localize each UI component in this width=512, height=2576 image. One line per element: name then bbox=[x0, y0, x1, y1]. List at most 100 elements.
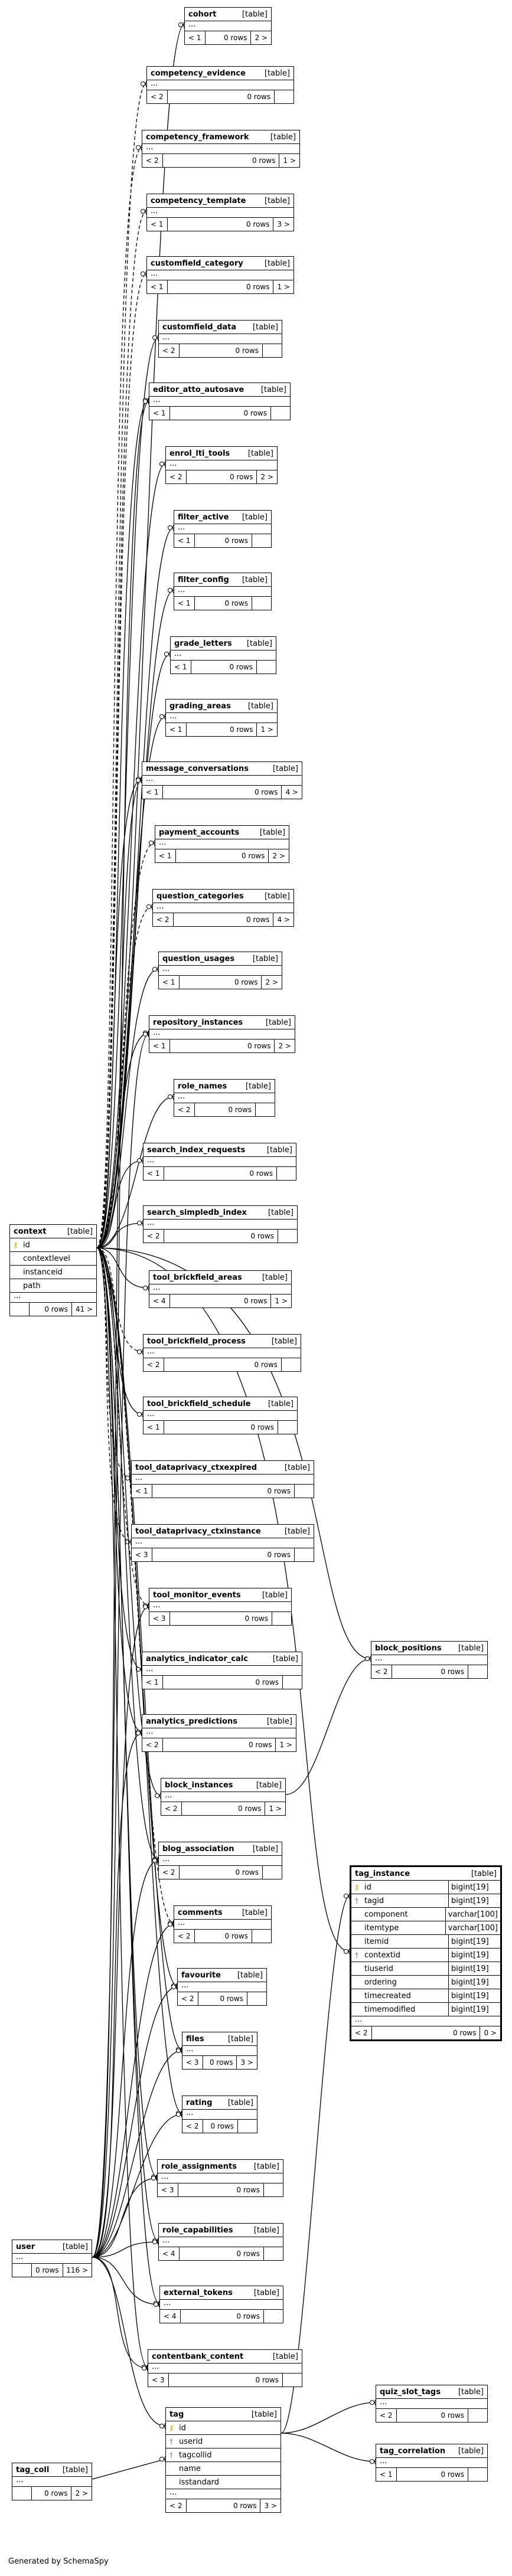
table-header[interactable]: repository_instances[table] bbox=[149, 1016, 295, 1029]
table-header[interactable]: tag_correlation[table] bbox=[376, 2444, 487, 2458]
parents-link[interactable] bbox=[12, 2264, 32, 2277]
table-header[interactable]: comments[table] bbox=[174, 1906, 271, 1920]
parents-link[interactable]: < 2 bbox=[351, 2026, 372, 2039]
parents-link[interactable]: < 1 bbox=[142, 1676, 163, 1689]
children-link[interactable]: 116 > bbox=[62, 2264, 92, 2277]
children-link[interactable] bbox=[294, 1548, 314, 1561]
table-header[interactable]: blog_association[table] bbox=[159, 1842, 282, 1856]
table-name[interactable]: search_simpledb_index bbox=[147, 1208, 247, 1217]
parents-link[interactable]: < 3 bbox=[182, 2056, 203, 2069]
parents-link[interactable]: < 2 bbox=[147, 90, 168, 103]
table-name[interactable]: customfield_data bbox=[162, 322, 237, 332]
parents-link[interactable]: < 1 bbox=[376, 2468, 397, 2481]
children-link[interactable]: 3 > bbox=[273, 218, 293, 231]
column-row[interactable]: †userid bbox=[166, 2435, 281, 2448]
parents-link[interactable]: < 1 bbox=[142, 786, 163, 799]
parents-link[interactable]: < 3 bbox=[148, 2374, 169, 2387]
table-name[interactable]: user bbox=[16, 2242, 35, 2251]
table-name[interactable]: tool_brickfield_schedule bbox=[147, 1399, 251, 1408]
parents-link[interactable]: < 2 bbox=[376, 2409, 397, 2422]
parents-link[interactable]: < 1 bbox=[166, 723, 187, 736]
children-link[interactable]: 0 > bbox=[480, 2026, 500, 2039]
table-name[interactable]: tool_dataprivacy_ctxinstance bbox=[135, 1526, 261, 1536]
table-name[interactable]: tool_brickfield_process bbox=[147, 1336, 246, 1346]
children-link[interactable] bbox=[276, 1167, 296, 1180]
table-tool-dataprivacy-ctxexpired[interactable]: tool_dataprivacy_ctxexpired[table]...< 1… bbox=[131, 1460, 314, 1498]
table-name[interactable]: rating bbox=[186, 2098, 213, 2107]
parents-link[interactable]: < 2 bbox=[144, 1358, 164, 1371]
children-link[interactable]: 1 > bbox=[273, 280, 293, 293]
children-link[interactable] bbox=[255, 1103, 275, 1116]
table-header[interactable]: tag_instance[table] bbox=[351, 1867, 500, 1881]
table-name[interactable]: block_instances bbox=[165, 1780, 233, 1790]
children-link[interactable]: 4 > bbox=[281, 786, 302, 799]
table-header[interactable]: tool_dataprivacy_ctxinstance[table] bbox=[132, 1525, 314, 1538]
parents-link[interactable]: < 4 bbox=[160, 2310, 181, 2323]
children-link[interactable] bbox=[263, 2183, 283, 2196]
children-link[interactable] bbox=[237, 2120, 257, 2133]
table-header[interactable]: question_usages[table] bbox=[159, 952, 282, 966]
table-name[interactable]: repository_instances bbox=[153, 1018, 243, 1027]
table-name[interactable]: message_conversations bbox=[146, 764, 249, 773]
column-row[interactable]: name bbox=[166, 2462, 281, 2476]
table-name[interactable]: blog_association bbox=[162, 1844, 234, 1853]
children-link[interactable] bbox=[274, 90, 293, 103]
children-link[interactable]: 2 > bbox=[71, 2487, 92, 2500]
parents-link[interactable]: < 3 bbox=[158, 2183, 178, 2196]
table-header[interactable]: files[table] bbox=[182, 2032, 257, 2046]
parents-link[interactable]: < 1 bbox=[174, 534, 195, 547]
children-link[interactable] bbox=[468, 2468, 487, 2481]
parents-link[interactable]: < 2 bbox=[153, 913, 174, 926]
parents-link[interactable]: < 3 bbox=[149, 1612, 170, 1625]
children-link[interactable] bbox=[247, 1992, 266, 2005]
table-header[interactable]: payment_accounts[table] bbox=[155, 826, 289, 839]
table-header[interactable]: role_capabilities[table] bbox=[159, 2224, 283, 2237]
parents-link[interactable]: < 4 bbox=[159, 2247, 180, 2260]
table-header[interactable]: tag[table] bbox=[166, 2408, 281, 2421]
table-name[interactable]: search_index_requests bbox=[147, 1145, 246, 1155]
parents-link[interactable]: < 1 bbox=[144, 1421, 164, 1434]
table-header[interactable]: grade_letters[table] bbox=[171, 637, 276, 650]
parents-link[interactable]: < 1 bbox=[147, 280, 168, 293]
column-row[interactable]: ⚷id bbox=[166, 2421, 281, 2435]
parents-link[interactable]: < 1 bbox=[185, 31, 206, 44]
table-header[interactable]: message_conversations[table] bbox=[142, 762, 302, 776]
table-name[interactable]: grading_areas bbox=[169, 701, 231, 711]
table-header[interactable]: competency_template[table] bbox=[147, 194, 293, 208]
parents-link[interactable]: < 1 bbox=[159, 976, 180, 989]
children-link[interactable]: 2 > bbox=[274, 1039, 295, 1052]
children-link[interactable] bbox=[282, 2374, 302, 2387]
table-name[interactable]: analytics_indicator_calc bbox=[146, 1654, 248, 1663]
parents-link[interactable]: < 1 bbox=[147, 218, 168, 231]
children-link[interactable] bbox=[252, 1930, 271, 1943]
table-name[interactable]: quiz_slot_tags bbox=[380, 2387, 441, 2397]
children-link[interactable] bbox=[252, 534, 271, 547]
table-header[interactable]: rating[table] bbox=[182, 2096, 257, 2110]
parents-link[interactable]: < 2 bbox=[174, 1103, 195, 1116]
table-name[interactable]: external_tokens bbox=[164, 2288, 233, 2297]
table-name[interactable]: grade_letters bbox=[174, 639, 232, 648]
